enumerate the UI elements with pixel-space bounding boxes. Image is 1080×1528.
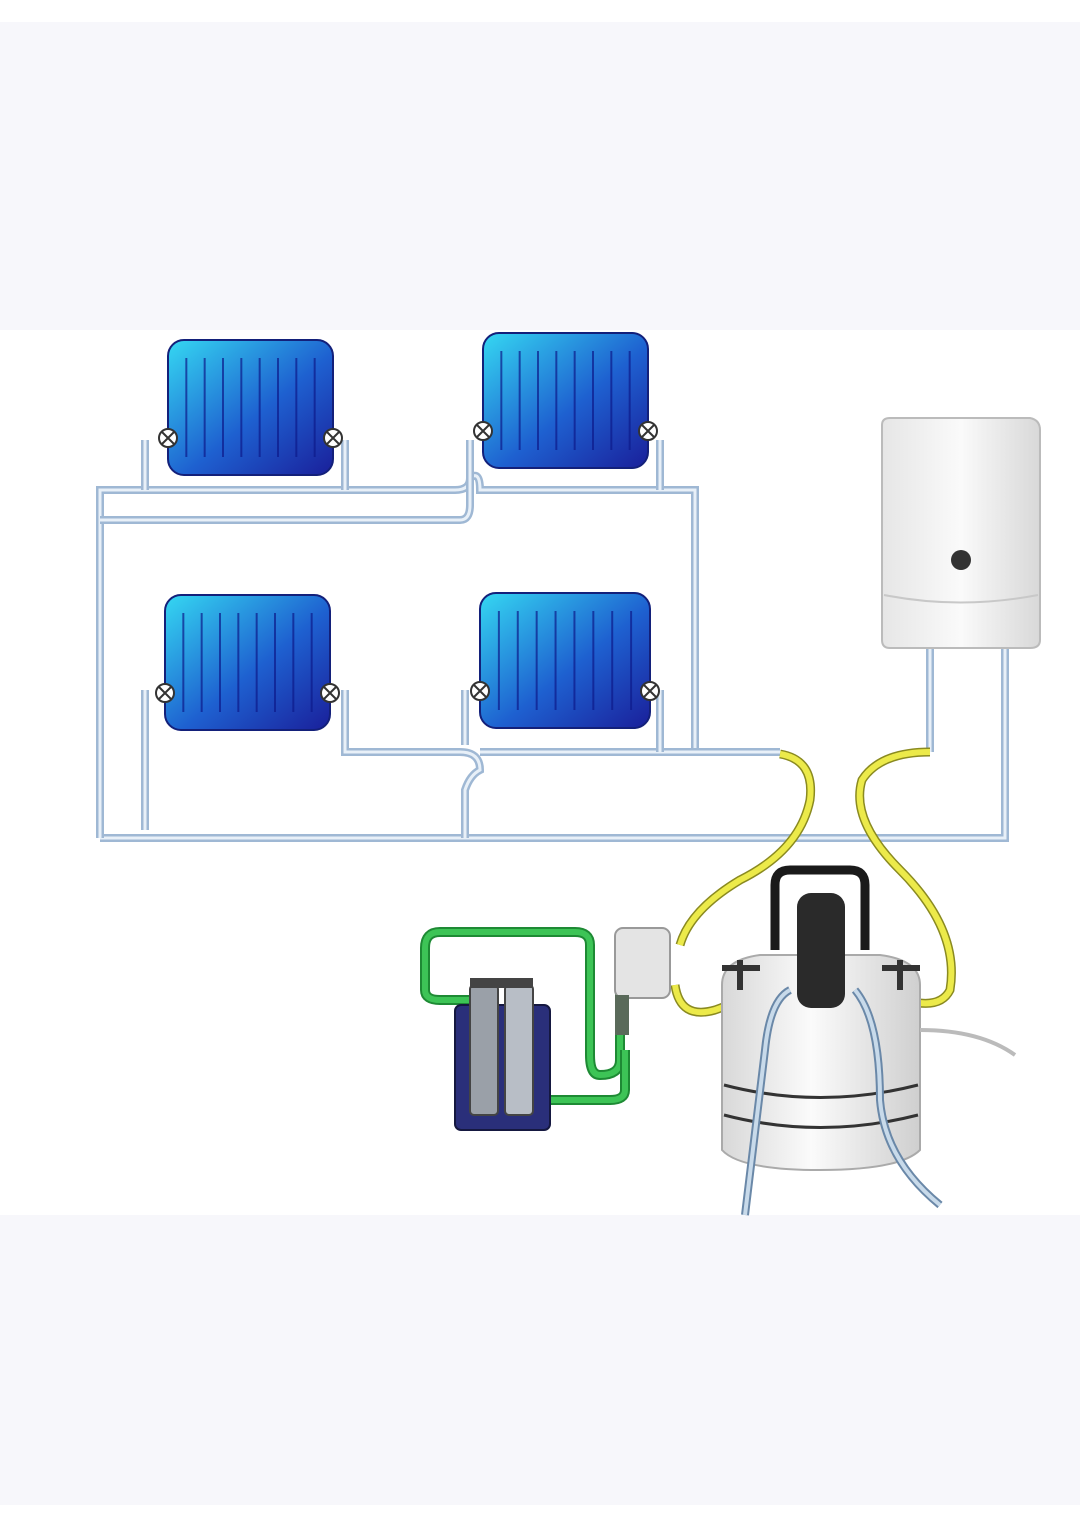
filter-unit <box>454 978 551 1131</box>
pipe-segment <box>341 690 485 838</box>
connector-valve <box>614 927 671 1035</box>
radiator-icon <box>155 594 340 731</box>
valve-icon[interactable] <box>473 421 493 441</box>
power-cable <box>919 1028 1017 1057</box>
radiator-body <box>164 594 331 731</box>
valve-icon[interactable] <box>323 428 343 448</box>
pump-motor <box>797 893 845 1008</box>
valve-icon[interactable] <box>640 681 660 701</box>
pump-handle <box>770 865 870 950</box>
pipe-segment-inner <box>343 690 482 838</box>
boiler-body <box>881 417 1041 649</box>
filter-cartridge-right <box>504 984 534 1116</box>
radiator-icon <box>473 332 658 469</box>
filter-cartridge-left <box>469 984 499 1116</box>
valve-icon[interactable] <box>158 428 178 448</box>
valve-right-icon <box>882 960 920 990</box>
pipe-segment-inner <box>100 440 472 522</box>
valve-left-icon <box>722 960 760 990</box>
boiler-indicator-icon <box>951 550 971 570</box>
radiators <box>155 332 660 731</box>
valve-icon[interactable] <box>638 421 658 441</box>
top-background-band <box>0 22 1080 330</box>
pipe-segment-inner <box>100 648 1007 840</box>
radiator-icon <box>470 592 660 729</box>
pipe-network <box>96 440 1009 842</box>
connector-fitting <box>614 927 671 999</box>
valve-icon[interactable] <box>470 681 490 701</box>
radiator-body <box>482 332 649 469</box>
radiator-body <box>479 592 651 729</box>
boiler-panel-line <box>883 594 1039 604</box>
valve-icon[interactable] <box>155 683 175 703</box>
radiator-body <box>167 339 334 476</box>
valve-icon[interactable] <box>320 683 340 703</box>
radiator-icon <box>158 339 343 476</box>
flushing-pump <box>721 865 1017 1216</box>
bottom-background-band <box>0 1215 1080 1505</box>
boiler <box>881 417 1041 649</box>
yellow-hose-supply <box>675 749 816 947</box>
